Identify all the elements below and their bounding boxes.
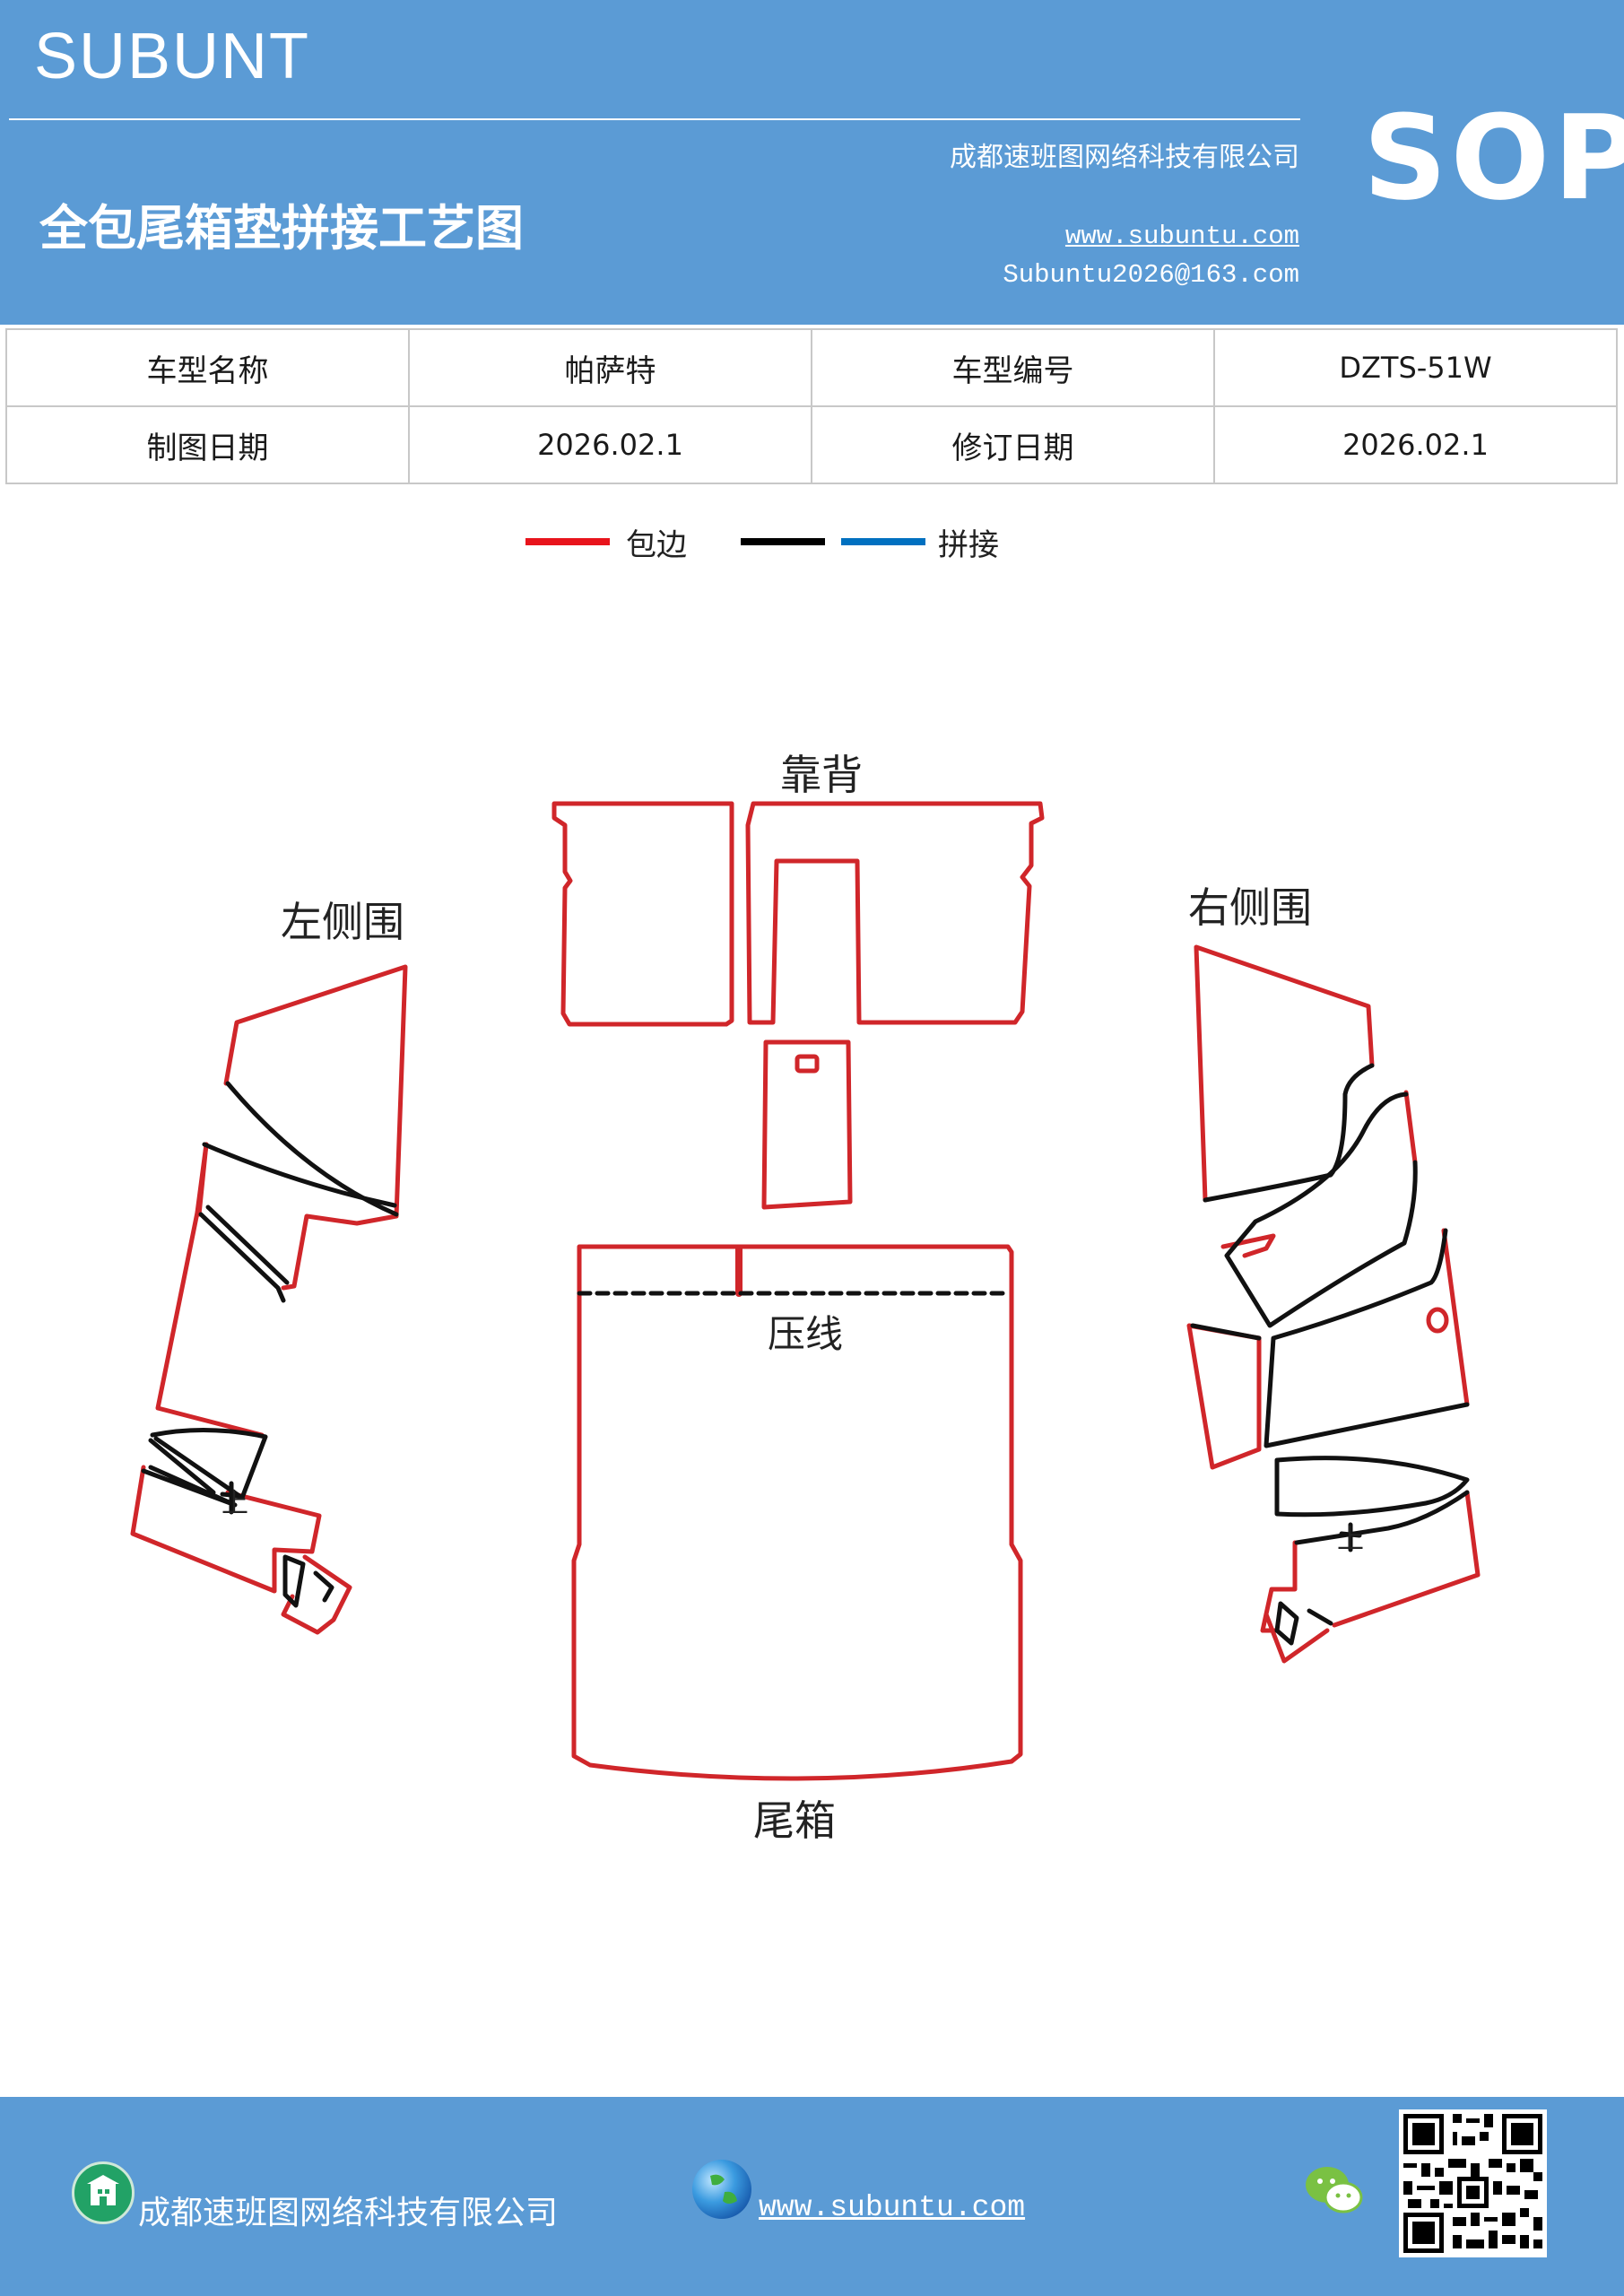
- footer-company: 成都速班图网络科技有限公司: [138, 2195, 559, 2231]
- wechat-icon[interactable]: [1302, 2161, 1365, 2219]
- legend-label-edge: 包边: [626, 527, 687, 563]
- right-side-label: 右侧围: [1188, 883, 1312, 932]
- left-up-mark: 上: [221, 1488, 248, 1519]
- left-side-upper-edge: [223, 964, 408, 1291]
- right-seam-3: [1264, 1228, 1470, 1448]
- press-line-label: 压线: [768, 1312, 843, 1356]
- legend-swatch-black: [741, 538, 825, 545]
- revision-date-label: 修订日期: [811, 405, 1215, 484]
- model-name-value: 帕萨特: [408, 328, 812, 407]
- legend-swatch-red: [525, 538, 610, 545]
- right-mark-line: [1339, 1522, 1362, 1552]
- left-seam-7: [282, 1554, 306, 1608]
- left-side-label: 左侧围: [281, 898, 404, 946]
- qr-code: [1399, 2109, 1547, 2257]
- left-side-bottom-edge: [130, 1465, 322, 1594]
- left-mark-line: [220, 1481, 241, 1515]
- left-seam-6: [150, 1428, 268, 1500]
- header-divider: [9, 118, 1300, 120]
- table-row: 制图日期 2026.02.1 修订日期 2026.02.1: [5, 405, 1618, 484]
- legend-swatch-blue: [841, 538, 925, 545]
- left-seam-4: [205, 1205, 290, 1285]
- table-row: 车型名称 帕萨特 车型编号 DZTS-51W: [5, 328, 1618, 407]
- header-band: [0, 0, 1624, 325]
- backrest-label: 靠背: [780, 751, 863, 799]
- globe-icon: [692, 2160, 751, 2219]
- right-seam-2: [1224, 1091, 1418, 1328]
- trunk-label: 尾箱: [753, 1796, 836, 1845]
- backrest-left-piece: [551, 801, 734, 1027]
- footer-website-link[interactable]: www.subuntu.com: [759, 2191, 1026, 2224]
- sop-badge: SOP: [1363, 90, 1624, 226]
- center-small-piece: [761, 1039, 853, 1210]
- building-icon: [72, 2161, 135, 2224]
- revision-date-value: 2026.02.1: [1213, 405, 1618, 484]
- right-side-hole: [1426, 1307, 1449, 1334]
- model-code-label: 车型编号: [811, 328, 1215, 407]
- left-side-tab-edge: [281, 1554, 352, 1635]
- vehicle-info-table: 车型名称 帕萨特 车型编号 DZTS-51W 制图日期 2026.02.1 修订…: [5, 328, 1618, 484]
- model-name-label: 车型名称: [5, 328, 410, 407]
- right-seam-8: [1307, 1608, 1333, 1626]
- model-code-value: DZTS-51W: [1213, 328, 1618, 407]
- draw-date-value: 2026.02.1: [408, 405, 812, 484]
- right-seam-7: [1274, 1601, 1299, 1646]
- left-seam-2: [202, 1142, 397, 1208]
- right-side-tab-edge: [1260, 1540, 1298, 1633]
- left-side-lower-edge: [155, 1210, 265, 1438]
- right-side-upper-edge: [1194, 944, 1375, 1203]
- company-name: 成都速班图网络科技有限公司: [950, 142, 1299, 173]
- right-seam-6: [1294, 1490, 1470, 1545]
- right-side-left-strip: [1186, 1323, 1262, 1470]
- right-seam-5: [1274, 1456, 1470, 1518]
- right-side-bottom-edge: [1332, 1490, 1481, 1628]
- backrest-right-piece: [745, 801, 1045, 1025]
- line-legend: 包边 拼接: [0, 520, 1624, 574]
- right-up-mark: 上: [1337, 1524, 1364, 1555]
- document-title: 全包尾箱垫拼接工艺图: [39, 199, 524, 257]
- website-link[interactable]: www.subuntu.com: [1064, 222, 1299, 251]
- draw-date-label: 制图日期: [5, 405, 410, 484]
- trunk-floor-piece: [571, 1244, 1023, 1781]
- email-address[interactable]: Subuntu2026@163.com: [1003, 260, 1299, 290]
- left-seam-1: [225, 1081, 399, 1217]
- left-seam-3: [198, 1212, 286, 1303]
- legend-label-seam: 拼接: [938, 527, 999, 563]
- right-side-tab-edge-2: [1264, 1612, 1330, 1664]
- center-small-slot: [795, 1054, 820, 1074]
- right-side-notch: [1220, 1233, 1276, 1258]
- left-seam-5: [141, 1438, 238, 1508]
- right-side-lower-edge: [1441, 1228, 1470, 1407]
- brand-name: SUBUNT: [34, 21, 311, 92]
- right-seam-1: [1203, 1063, 1375, 1203]
- left-seam-8: [313, 1570, 334, 1603]
- right-side-mid-edge: [1403, 1090, 1418, 1165]
- left-side-tab-edge-2: [195, 1142, 209, 1215]
- right-seam-4: [1190, 1323, 1262, 1341]
